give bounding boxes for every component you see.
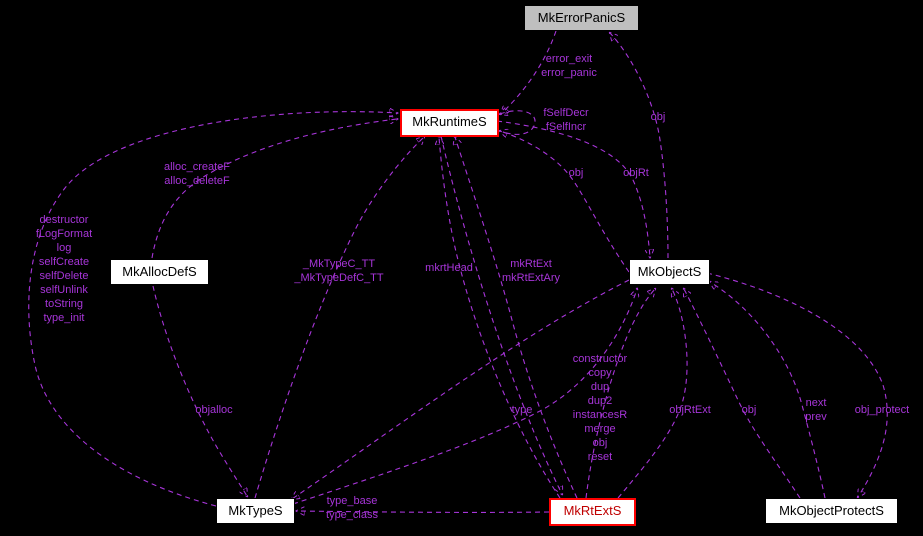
node-mkerrorpanics[interactable]: MkErrorPanicS — [524, 5, 639, 31]
edge-allocdef-to-type-objalloc — [152, 285, 247, 496]
edge-label-objalloc: objalloc — [195, 404, 233, 416]
edge-label-mkrthead: mkrtHead — [425, 262, 473, 274]
edge-objectprotect-to-object-nextprev — [710, 282, 826, 499]
edge-label-obj-mid: obj — [568, 167, 584, 179]
edge-object-to-objectprotect — [706, 272, 888, 497]
edge-label-type-base-class: type_base type_class — [326, 495, 378, 521]
node-mktypes[interactable]: MkTypeS — [216, 498, 295, 524]
edge-label-error-exit-panic: error_exit error_panic — [541, 53, 597, 79]
edge-runtime-to-object-objrt — [496, 120, 650, 257]
edge-label-alloc-createf: alloc_createF alloc_deleteF — [163, 161, 231, 187]
edge-label-obj-protect: obj_protect — [854, 404, 910, 416]
node-mkobjectprotects[interactable]: MkObjectProtectS — [765, 498, 898, 524]
edge-label-destructor-group: destructor fLogFormat log selfCreate sel… — [35, 214, 93, 324]
node-mkallocdefs[interactable]: MkAllocDefS — [110, 259, 209, 285]
node-mkruntimes[interactable]: MkRuntimeS — [400, 109, 499, 137]
edge-label-mktypec-tt: _MkTypeC_TT _MkTypeDefC_TT — [294, 258, 384, 284]
edge-rtext-to-runtime-mkrthead — [439, 137, 561, 499]
node-mkrtexts[interactable]: MkRtExtS — [549, 498, 636, 526]
edge-label-constructor-group: constructor copy dup dup2 instancesR mer… — [572, 353, 628, 463]
edge-label-objrt: objRt — [623, 167, 649, 179]
edge-label-type: type — [511, 404, 533, 416]
node-mkobjects[interactable]: MkObjectS — [629, 259, 710, 285]
edge-label-objrtext: objRtExt — [669, 404, 711, 416]
edge-label-fselfdecr-incr: fSelfDecr fSelfIncr — [543, 107, 589, 133]
edge-label-obj-right: obj — [741, 404, 757, 416]
edge-rtext-to-object-objrtext — [617, 289, 688, 499]
edge-object-to-errorpanic-obj — [610, 33, 669, 259]
edge-objectprotect-to-object-obj — [684, 289, 801, 499]
edge-label-next-prev: next prev — [805, 397, 827, 423]
edge-type-to-runtime-tt — [254, 137, 424, 499]
edge-allocdef-to-runtime — [151, 119, 397, 259]
edge-runtime-to-rtext — [440, 135, 562, 494]
edge-runtime-self-loop — [497, 111, 536, 135]
edge-rtext-to-runtime-mkrtext — [455, 137, 578, 499]
edge-object-to-runtime-obj — [500, 131, 630, 273]
edge-label-obj-top: obj — [650, 111, 666, 123]
edge-label-mkrtext: mkRtExt mkRtExtAry — [501, 258, 561, 284]
